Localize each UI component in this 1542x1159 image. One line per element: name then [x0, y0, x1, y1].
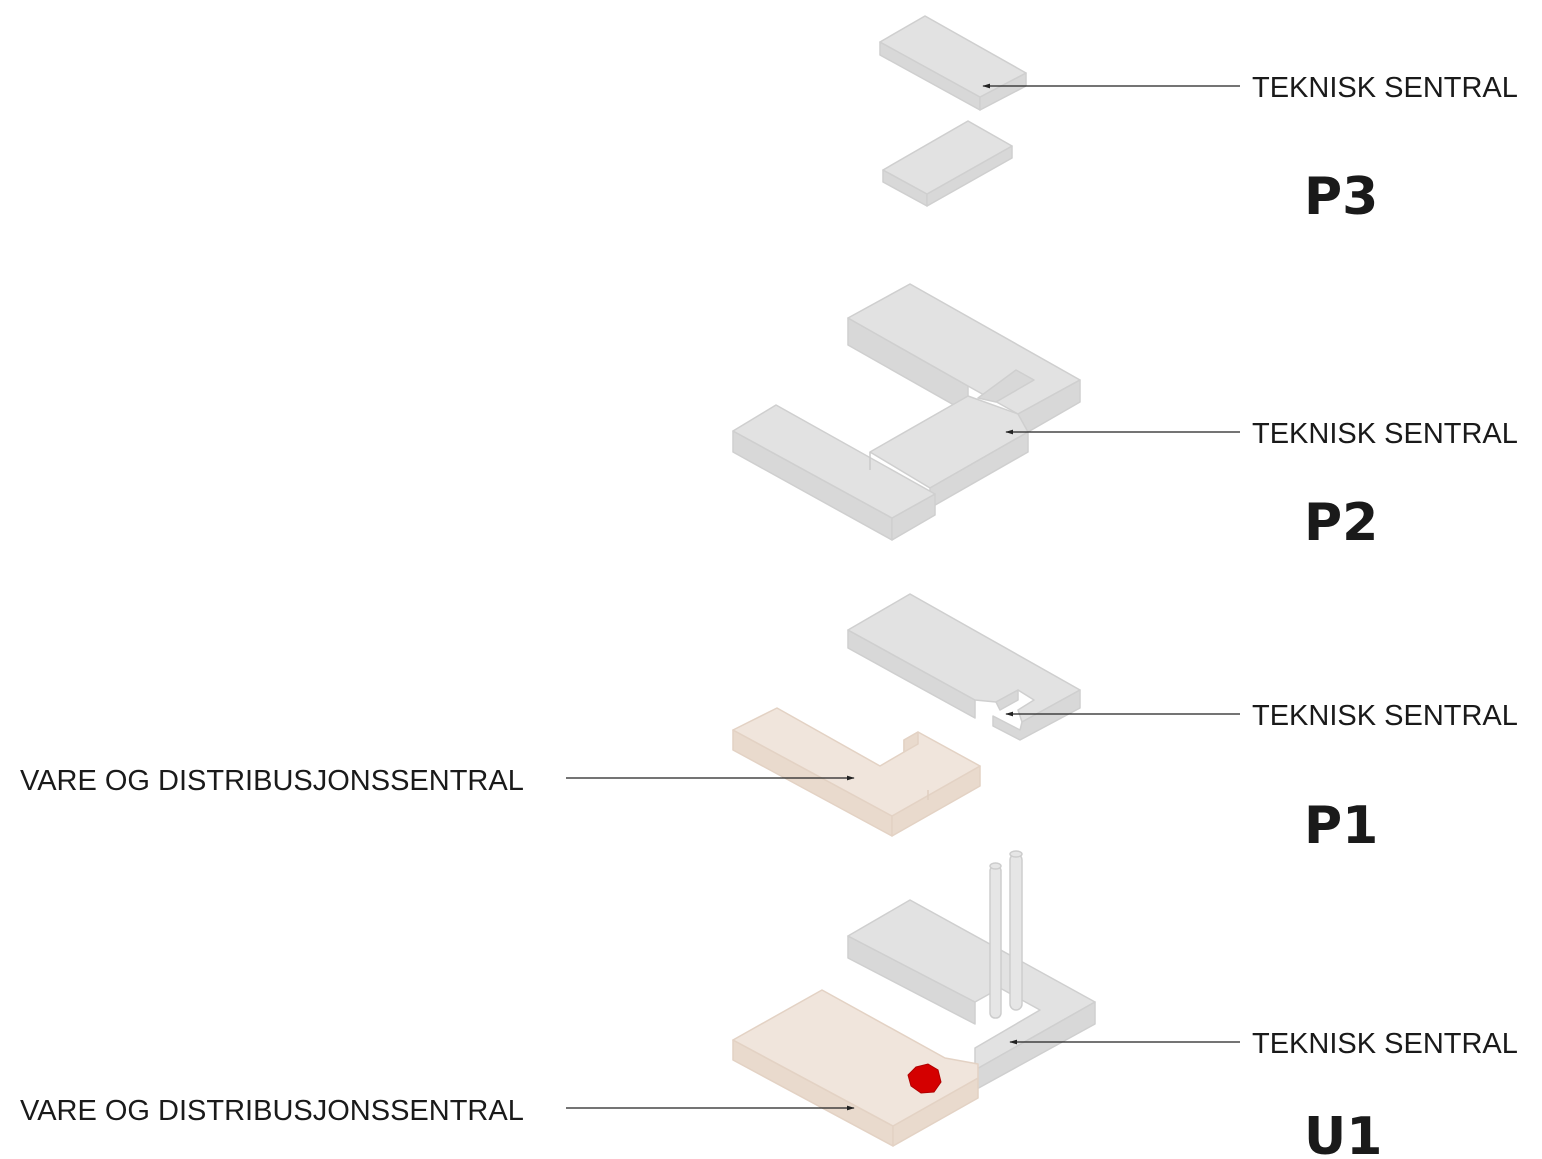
- p1-technical-floorplate: [847, 593, 1081, 741]
- level-p3: TEKNISK SENTRAL P3: [879, 15, 1518, 227]
- p2-callout-technical: TEKNISK SENTRAL: [1252, 418, 1518, 450]
- p2-level-label: P2: [1304, 493, 1378, 553]
- u1-technical-floorplate: [847, 899, 1096, 1091]
- level-p2: TEKNISK SENTRAL P2: [732, 283, 1518, 553]
- p3-level-label: P3: [1304, 167, 1378, 227]
- p3-callout-technical: TEKNISK SENTRAL: [1252, 72, 1518, 104]
- u1-exhaust-pipes: [989, 850, 1023, 1019]
- p3-technical-block-lower: [882, 120, 1013, 207]
- p1-callout-distribution: VARE OG DISTRIBUSJONSSENTRAL: [20, 765, 524, 797]
- u1-marker: [907, 1063, 942, 1094]
- u1-callout-distribution: VARE OG DISTRIBUSJONSSENTRAL: [20, 1095, 524, 1127]
- u1-callout-technical: TEKNISK SENTRAL: [1252, 1028, 1518, 1060]
- p2-technical-floorplate: [732, 283, 1081, 541]
- p1-level-label: P1: [1304, 796, 1378, 856]
- level-u1: TEKNISK SENTRAL VARE OG DISTRIBUSJONSSEN…: [20, 850, 1518, 1159]
- p1-callout-technical: TEKNISK SENTRAL: [1252, 700, 1518, 732]
- level-p1: TEKNISK SENTRAL VARE OG DISTRIBUSJONSSEN…: [20, 593, 1518, 856]
- p1-distribution-floorplate: [732, 707, 981, 837]
- u1-distribution-floorplate: [732, 989, 979, 1147]
- u1-level-label: U1: [1304, 1107, 1382, 1159]
- p3-technical-block-upper: [879, 15, 1027, 111]
